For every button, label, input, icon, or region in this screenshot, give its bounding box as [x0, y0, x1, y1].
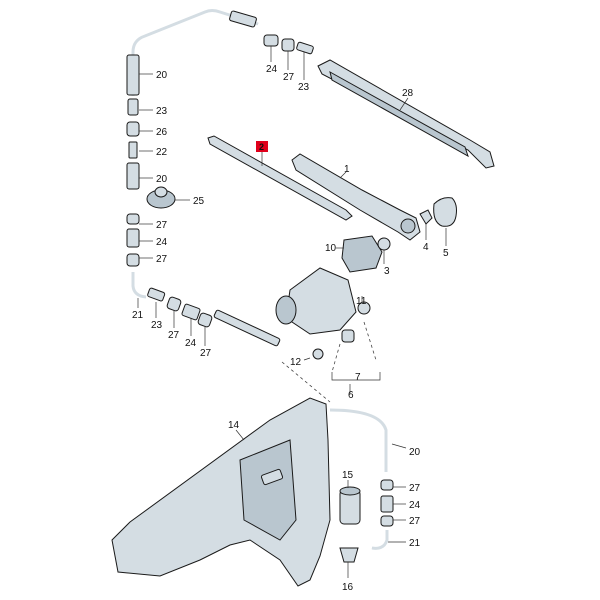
- wiper-motor: [275, 235, 391, 360]
- callout-20: 20: [156, 174, 168, 185]
- callout-27: 27: [409, 483, 421, 494]
- callout-24: 24: [185, 338, 197, 349]
- callout-11: 11: [356, 296, 367, 307]
- callout-27: 27: [200, 348, 212, 359]
- relation-lines-7: [331, 321, 377, 373]
- callout-24: 24: [266, 64, 278, 75]
- wiper-insert: [207, 135, 353, 221]
- callout-25: 25: [193, 196, 205, 207]
- callout-22: 22: [156, 147, 168, 158]
- left-hose-parts: [126, 98, 281, 347]
- callout-21: 21: [409, 538, 421, 549]
- callout-27: 27: [409, 516, 421, 527]
- callout-26: 26: [156, 127, 168, 138]
- washer-reservoir: [111, 397, 331, 587]
- callout-27: 27: [156, 254, 168, 265]
- leader-lines: [137, 46, 447, 578]
- wiper-blade: [317, 59, 495, 169]
- callout-14: 14: [228, 420, 240, 431]
- callout-24: 24: [156, 237, 168, 248]
- washer-pump: [339, 486, 361, 563]
- callout-28: 28: [402, 88, 414, 99]
- callout-labels: 20 23 26 22 20 25 27 24 27 21 23 27 24 2…: [132, 64, 449, 593]
- callout-6: 6: [348, 390, 354, 401]
- callout-15: 15: [342, 470, 354, 481]
- callout-23: 23: [156, 106, 168, 117]
- relation-line: [281, 361, 331, 403]
- top-hose-fittings: [263, 34, 314, 55]
- callout-10: 10: [325, 243, 337, 254]
- callout-2: 2: [259, 142, 264, 152]
- callout-23: 23: [298, 82, 310, 93]
- bracket-7: [331, 372, 381, 381]
- highlight-box-2: [256, 141, 268, 152]
- callout-23: 23: [151, 320, 163, 331]
- callout-20: 20: [156, 70, 168, 81]
- callout-20: 20: [409, 447, 421, 458]
- callout-27: 27: [283, 72, 295, 83]
- callout-5: 5: [443, 248, 449, 259]
- callout-7: 7: [355, 372, 361, 383]
- top-hose: [126, 9, 259, 96]
- callout-27: 27: [156, 220, 168, 231]
- callout-24: 24: [409, 500, 421, 511]
- callout-4: 4: [423, 242, 429, 253]
- wiper-arm: [291, 153, 457, 241]
- callout-3: 3: [384, 266, 390, 277]
- callout-16: 16: [342, 582, 354, 593]
- right-hose-parts: [329, 408, 394, 550]
- callout-21: 21: [132, 310, 144, 321]
- callout-12: 12: [290, 357, 302, 368]
- callout-27: 27: [168, 330, 180, 341]
- callout-1: 1: [344, 164, 350, 175]
